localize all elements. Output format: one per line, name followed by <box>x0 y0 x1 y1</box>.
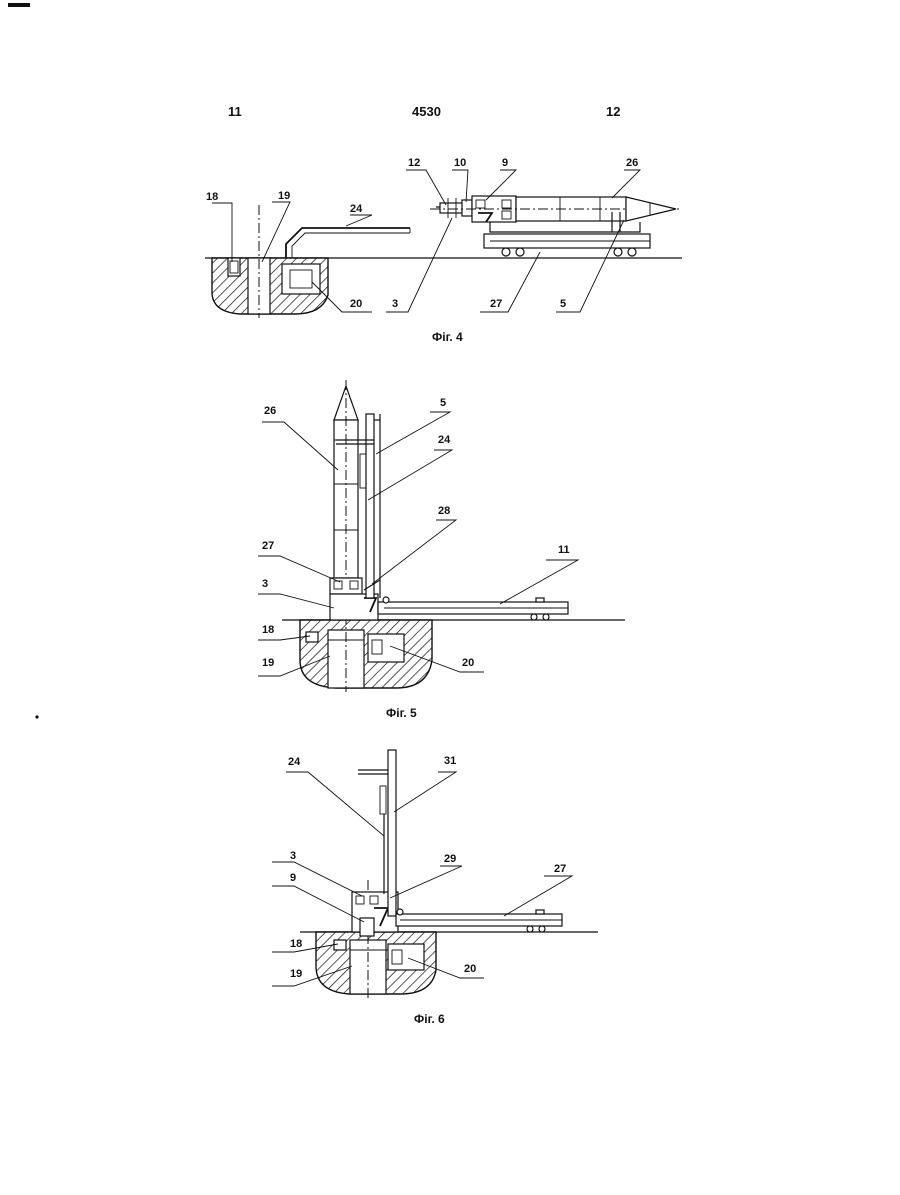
label-20: 20 <box>350 298 362 310</box>
part-11-module <box>330 578 362 594</box>
label-27: 27 <box>490 298 502 310</box>
label-26: 26 <box>626 157 638 169</box>
label-18: 18 <box>290 938 302 950</box>
rocket-nose-cone <box>626 197 676 221</box>
label-20: 20 <box>464 963 476 975</box>
label-9: 9 <box>502 157 508 169</box>
part-24-boom <box>286 228 410 258</box>
page-number-left: 11 <box>228 104 242 119</box>
label-11: 27 <box>262 540 274 552</box>
label-26: 26 <box>264 405 276 417</box>
label-3: 3 <box>262 578 268 590</box>
document-number: 4530 <box>412 104 441 119</box>
label-24: 24 <box>288 756 301 768</box>
label-18: 18 <box>262 624 274 636</box>
label-28: 28 <box>438 505 450 517</box>
label-19: 19 <box>290 968 302 980</box>
label-3: 3 <box>290 850 296 862</box>
part-12-nozzle <box>440 203 464 213</box>
rocket-transporter-assembly <box>430 196 680 256</box>
label-24: 24 <box>350 203 363 215</box>
part-24-erector-mast <box>388 750 396 916</box>
figure-4: 18 19 24 20 3 27 5 12 10 9 26 Фіг. 4 <box>205 157 682 344</box>
part-20-chamber <box>388 944 424 970</box>
part-24-erector-mast <box>366 414 374 598</box>
part-20-chamber <box>282 264 320 294</box>
part-20-chamber <box>368 634 404 662</box>
corner-mark <box>8 3 30 7</box>
page-number-right: 12 <box>606 104 620 119</box>
label-20: 20 <box>462 657 474 669</box>
figure-5: 26 5 24 28 11 27 3 18 19 20 Фіг. 5 <box>258 380 625 720</box>
part-31-cylinder <box>380 786 386 814</box>
label-18: 18 <box>206 191 218 203</box>
caption-figure-5: Фіг. 5 <box>386 706 417 720</box>
part-10-ring <box>462 200 472 216</box>
caption-figure-4: Фіг. 4 <box>432 330 463 344</box>
label-19: 19 <box>262 657 274 669</box>
label-27: 11 <box>558 544 570 556</box>
part-18-hatch-door <box>334 940 346 950</box>
label-27: 27 <box>554 863 566 875</box>
label-12: 12 <box>408 157 420 169</box>
label-9: 9 <box>290 872 296 884</box>
part-18-hatch-door <box>306 632 318 642</box>
label-19: 19 <box>278 190 290 202</box>
figure-6: 24 31 3 29 27 9 18 19 20 Фіг. 6 <box>272 750 598 1026</box>
label-24: 24 <box>438 434 451 446</box>
label-31: 31 <box>444 755 456 767</box>
stray-dot <box>35 715 38 718</box>
label-29: 29 <box>444 853 456 865</box>
label-5: 5 <box>440 397 446 409</box>
label-10: 10 <box>454 157 466 169</box>
label-5: 5 <box>560 298 566 310</box>
label-3: 3 <box>392 298 398 310</box>
caption-figure-6: Фіг. 6 <box>414 1012 445 1026</box>
